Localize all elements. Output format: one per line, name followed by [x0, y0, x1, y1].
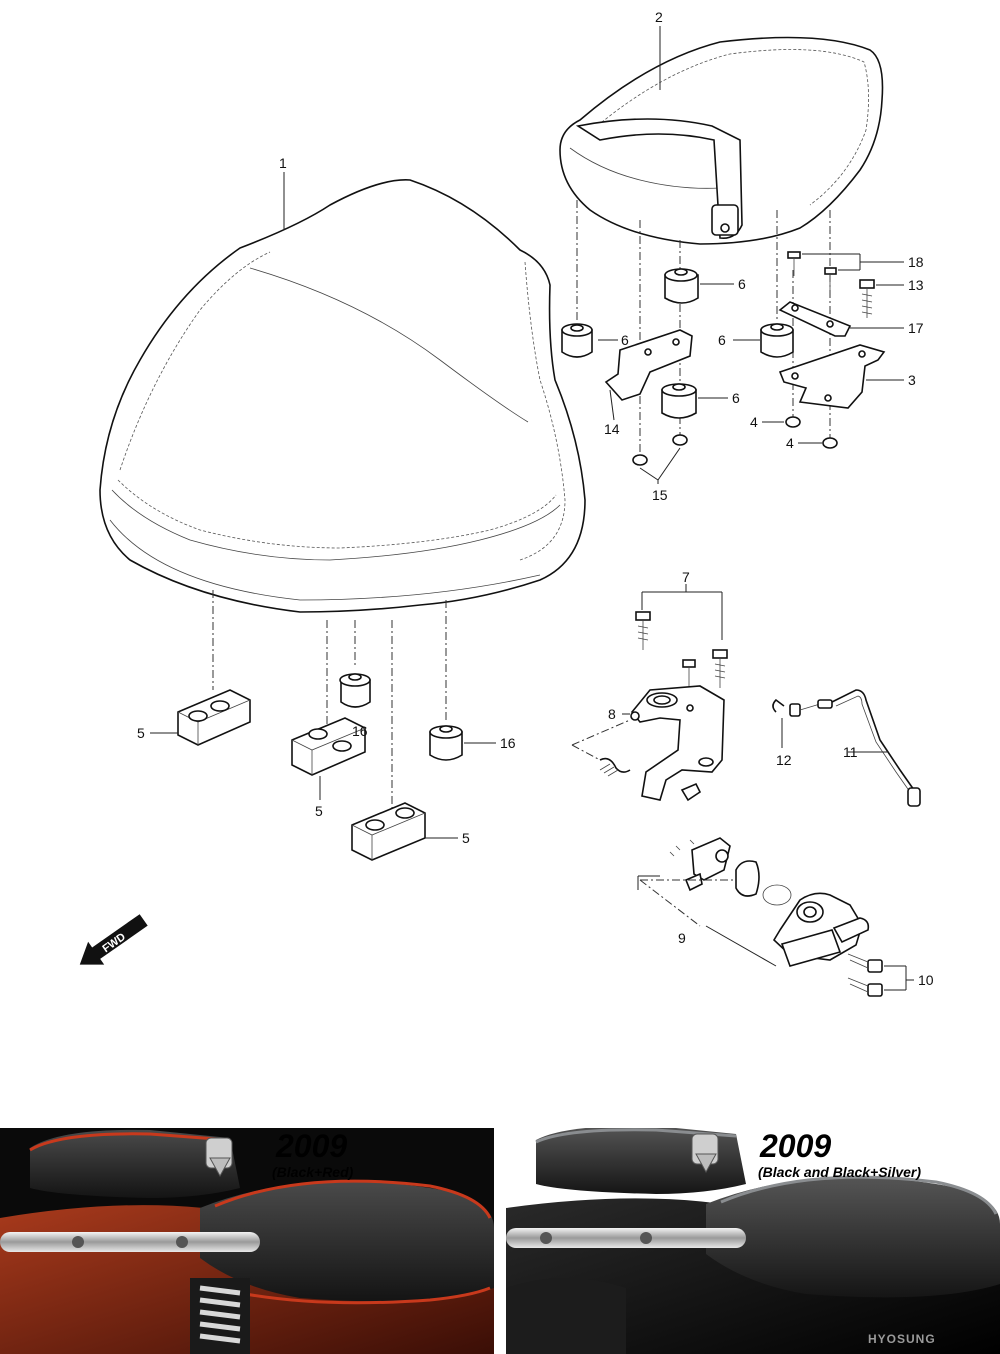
trim-line-left: [29, 1132, 231, 1152]
svg-text:18: 18: [908, 254, 924, 270]
svg-text:3: 3: [908, 372, 916, 388]
svg-text:6: 6: [718, 332, 726, 348]
bolts-18: 18: [787, 251, 924, 290]
svg-text:6: 6: [621, 332, 629, 348]
svg-text:16: 16: [500, 735, 516, 751]
callout-8: 8: [608, 706, 630, 722]
svg-text:17: 17: [908, 320, 924, 336]
trim-line-right: [535, 1128, 737, 1144]
svg-text:6: 6: [738, 276, 746, 292]
bracket-3: [778, 344, 886, 409]
damper-6a: [561, 323, 593, 358]
bolts-7: [635, 611, 728, 690]
damper-16a: 16: [339, 673, 371, 739]
svg-text:5: 5: [137, 725, 145, 741]
callout-17: 17: [850, 320, 924, 336]
variant-label-right: (Black and Black+Silver): [758, 1164, 922, 1180]
svg-text:16: 16: [352, 723, 368, 739]
svg-text:2: 2: [655, 9, 663, 25]
screws-10: 10: [847, 953, 934, 997]
callouts-6: 6 6 6 6: [598, 276, 760, 406]
fwd-arrow: FWD: [79, 914, 148, 965]
svg-text:15: 15: [652, 487, 668, 503]
svg-text:14: 14: [604, 421, 620, 437]
main-seat: [99, 179, 586, 613]
callout-2: 2: [655, 9, 663, 90]
clip-12: 12: [772, 698, 792, 768]
damper-6d: [661, 383, 697, 419]
svg-text:5: 5: [315, 803, 323, 819]
svg-text:10: 10: [918, 972, 934, 988]
svg-text:13: 13: [908, 277, 924, 293]
lock-assembly-9: 9: [637, 837, 870, 967]
cable-11: 11: [789, 689, 921, 807]
plate-17: [778, 301, 852, 337]
pillion-seat: [559, 36, 884, 245]
bracket-14: [604, 329, 693, 401]
block-5c: [351, 802, 426, 861]
svg-text:7: 7: [682, 569, 690, 585]
callout-7: 7: [641, 569, 723, 640]
svg-text:1: 1: [279, 155, 287, 171]
svg-text:9: 9: [678, 930, 686, 946]
svg-text:12: 12: [776, 752, 792, 768]
callout-3: 3: [866, 372, 916, 388]
year-label-left: 2009: [276, 1128, 348, 1164]
svg-text:4: 4: [786, 435, 794, 451]
damper-6c: [760, 323, 794, 358]
svg-text:6: 6: [732, 390, 740, 406]
svg-text:8: 8: [608, 706, 616, 722]
svg-text:5: 5: [462, 830, 470, 846]
nuts-4: 4 4: [750, 414, 838, 451]
svg-text:11: 11: [843, 744, 858, 760]
damper-16b: 16: [429, 725, 516, 761]
callouts-5: 5 5 5: [137, 725, 470, 846]
block-5b: [291, 717, 366, 776]
parts-diagram: 1 2 6 6: [79, 9, 934, 997]
bracket-8: [599, 685, 725, 802]
brand-text: HYOSUNG: [868, 1332, 936, 1346]
photo-black-red: 2009 (Black+Red): [0, 1128, 494, 1354]
variant-label-left: (Black+Red): [272, 1164, 354, 1180]
damper-6b: [664, 268, 699, 304]
photo-black-silver-image: [506, 1128, 1000, 1354]
bolt-13: 13: [859, 277, 924, 318]
photo-black-silver: 2009 (Black and Black+Silver) HYOSUNG: [506, 1128, 1000, 1354]
callout-1: 1: [279, 155, 287, 230]
year-label-right: 2009: [760, 1128, 832, 1164]
callout-14: 14: [604, 389, 620, 437]
svg-text:4: 4: [750, 414, 758, 430]
photo-black-red-image: [0, 1128, 494, 1354]
block-5a: [177, 689, 251, 746]
nuts-15: 15: [632, 434, 688, 503]
